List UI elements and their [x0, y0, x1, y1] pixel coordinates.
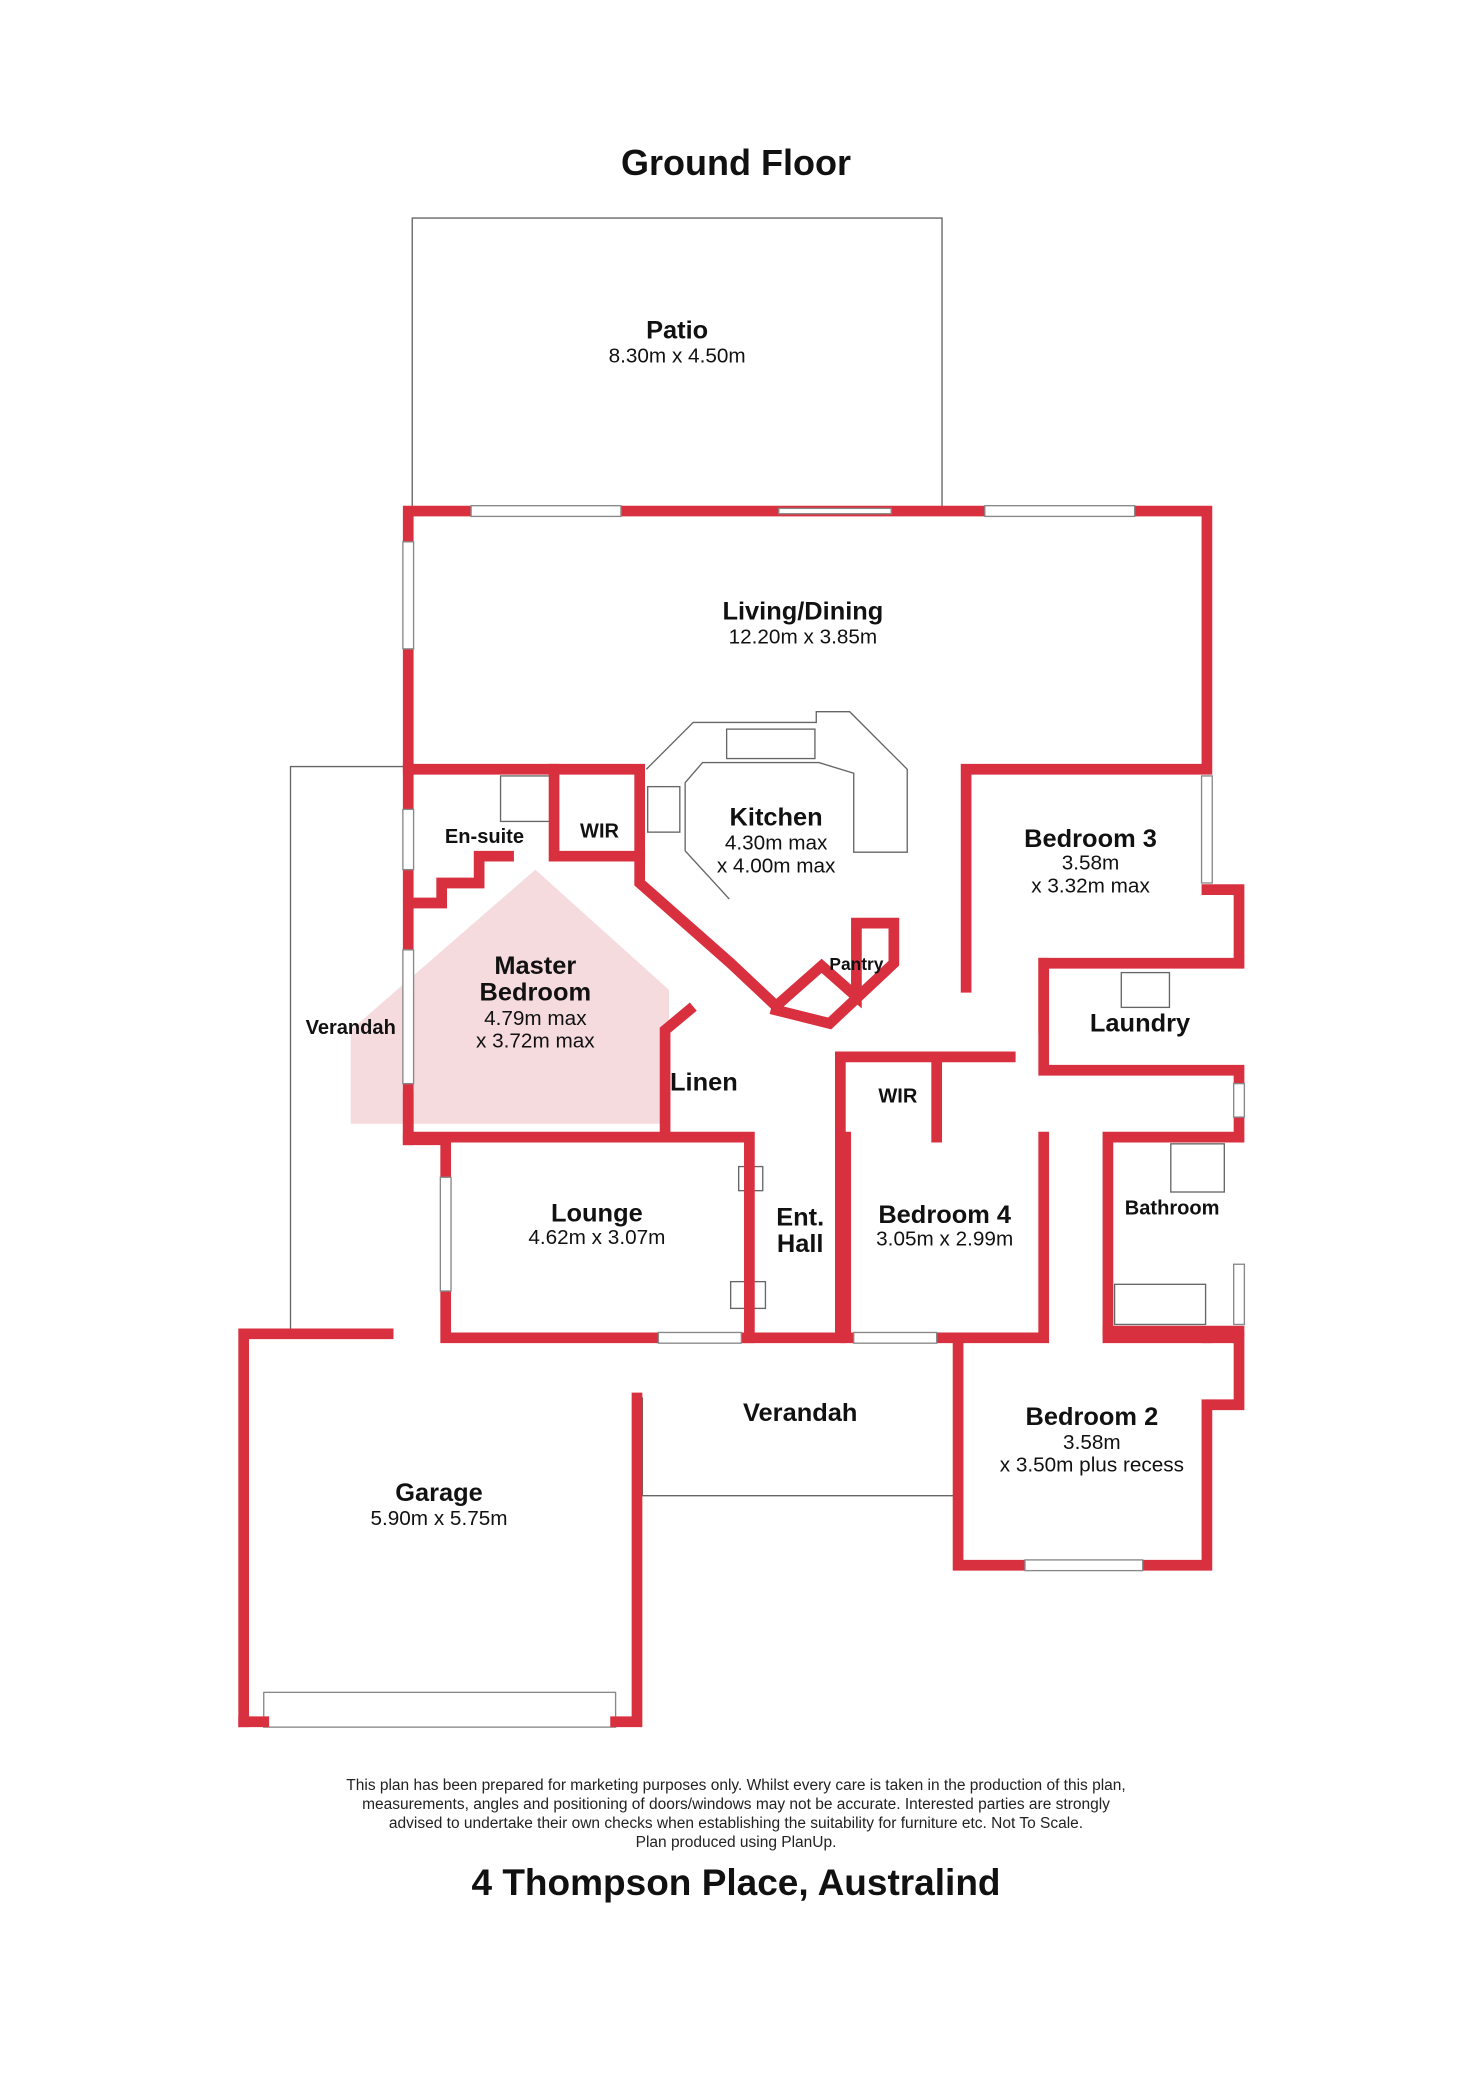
- svg-text:Lounge: Lounge: [551, 1199, 643, 1227]
- svg-text:3.05m x 2.99m: 3.05m x 2.99m: [876, 1228, 1013, 1251]
- room-ensuite: En-suite: [445, 826, 524, 848]
- outdoor-outlines: [263, 217, 959, 1728]
- svg-text:Patio: Patio: [646, 316, 708, 344]
- disclaimer-line: Plan produced using PlanUp.: [635, 1834, 837, 1851]
- room-bathroom: Bathroom: [1125, 1198, 1220, 1220]
- disclaimer-line: This plan has been prepared for marketin…: [346, 1777, 1126, 1794]
- disclaimer: This plan has been prepared for marketin…: [0, 1776, 1472, 1852]
- room-entrance-hall: Ent. Hall: [776, 1203, 824, 1258]
- floor-title: Ground Floor: [621, 142, 851, 183]
- windows: [402, 505, 1246, 1572]
- room-wir-bedroom-4: WIR: [878, 1085, 917, 1107]
- svg-text:4.30m max: 4.30m max: [725, 832, 828, 855]
- svg-text:Bedroom 2: Bedroom 2: [1026, 1403, 1159, 1431]
- svg-text:x 3.32m max: x 3.32m max: [1031, 874, 1150, 897]
- disclaimer-line: measurements, angles and positioning of …: [362, 1796, 1110, 1813]
- svg-text:x 3.50m plus recess: x 3.50m plus recess: [1000, 1454, 1184, 1477]
- disclaimer-line: advised to undertake their own checks wh…: [388, 1815, 1084, 1832]
- room-bedroom-3: Bedroom 3 3.58m x 3.32m max: [1024, 825, 1157, 897]
- svg-text:12.20m x 3.85m: 12.20m x 3.85m: [729, 625, 878, 648]
- room-verandah-front: Verandah: [743, 1399, 857, 1427]
- svg-text:4.62m x 3.07m: 4.62m x 3.07m: [528, 1226, 665, 1249]
- svg-text:3.58m: 3.58m: [1062, 852, 1120, 875]
- room-living-dining: Living/Dining 12.20m x 3.85m: [722, 597, 883, 648]
- svg-text:Bedroom: Bedroom: [480, 979, 592, 1007]
- room-pantry: Pantry: [829, 954, 883, 974]
- svg-text:Hall: Hall: [777, 1230, 824, 1258]
- svg-text:Living/Dining: Living/Dining: [722, 597, 883, 625]
- svg-text:5.90m x 5.75m: 5.90m x 5.75m: [370, 1507, 507, 1530]
- property-address: 4 Thompson Place, Australind: [471, 1862, 1001, 1903]
- room-laundry: Laundry: [1090, 1009, 1190, 1037]
- walls: [238, 505, 1245, 1728]
- svg-text:Bedroom 4: Bedroom 4: [878, 1201, 1011, 1229]
- svg-text:x 4.00m max: x 4.00m max: [717, 854, 836, 877]
- watermark-logo: [350, 869, 670, 1124]
- svg-text:x 3.72m max: x 3.72m max: [476, 1030, 595, 1053]
- svg-text:Master: Master: [494, 952, 576, 980]
- room-bedroom-4: Bedroom 4 3.05m x 2.99m: [876, 1201, 1013, 1251]
- room-verandah-side: Verandah: [306, 1017, 396, 1039]
- svg-text:3.58m: 3.58m: [1063, 1431, 1121, 1454]
- svg-text:4.79m max: 4.79m max: [484, 1007, 587, 1030]
- room-lounge: Lounge 4.62m x 3.07m: [528, 1199, 665, 1249]
- room-garage: Garage 5.90m x 5.75m: [370, 1479, 507, 1530]
- svg-text:Garage: Garage: [395, 1479, 483, 1507]
- room-linen: Linen: [670, 1068, 738, 1096]
- room-patio: Patio 8.30m x 4.50m: [609, 316, 746, 367]
- room-kitchen: Kitchen 4.30m max x 4.00m max: [717, 803, 836, 877]
- svg-text:Ent.: Ent.: [776, 1203, 824, 1231]
- room-master-bedroom: Master Bedroom 4.79m max x 3.72m max: [476, 952, 595, 1053]
- room-wir-master: WIR: [580, 820, 619, 842]
- room-bedroom-2: Bedroom 2 3.58m x 3.50m plus recess: [1000, 1403, 1184, 1477]
- svg-text:Bedroom 3: Bedroom 3: [1024, 825, 1157, 853]
- svg-text:8.30m x 4.50m: 8.30m x 4.50m: [609, 345, 746, 368]
- svg-text:Kitchen: Kitchen: [730, 803, 823, 831]
